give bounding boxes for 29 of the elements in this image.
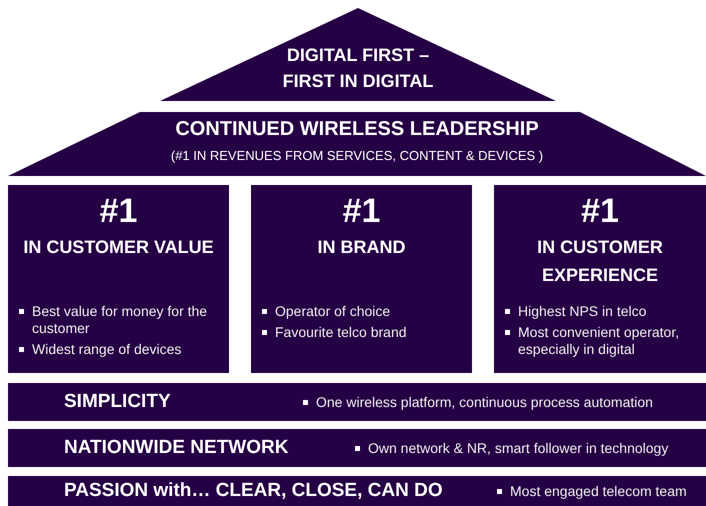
rank-number: #1 xyxy=(580,191,620,231)
pillar-panel xyxy=(494,185,706,373)
roof-band xyxy=(8,112,706,176)
pillar-heading: IN CUSTOMER EXPERIENCE xyxy=(536,236,664,287)
bullet-point: Own network & NR, smart follower in technology xyxy=(352,440,668,456)
foundation-band xyxy=(8,383,706,421)
bullet-point: One wireless platform, continuous process automation xyxy=(300,394,653,410)
bullet-point: Operator of choice xyxy=(259,303,482,320)
bullet-point: Favourite telco brand xyxy=(259,324,482,341)
pillar-heading: IN BRAND xyxy=(316,236,406,259)
foundation-band xyxy=(8,476,706,506)
bullet-point: Most engaged telecom team xyxy=(494,482,687,500)
roof-triangle xyxy=(160,8,556,101)
pillar-panel xyxy=(251,185,472,373)
pillar-panel xyxy=(8,185,229,373)
roof-subtitle: (#1 IN REVENUES FROM SERVICES, CONTENT & DEVICES ) xyxy=(170,148,544,163)
bullet-point: Highest NPS in telco xyxy=(502,303,706,320)
roof-title: DIGITAL FIRST – FIRST IN DIGITAL xyxy=(282,44,434,93)
roof-heading: CONTINUED WIRELESS LEADERSHIP xyxy=(174,118,540,141)
pillar-heading: IN CUSTOMER VALUE xyxy=(22,236,215,259)
band-heading: SIMPLICITY xyxy=(64,390,171,414)
rank-number: #1 xyxy=(98,191,138,231)
bullet-point: Widest range of devices xyxy=(16,341,239,358)
rank-number: #1 xyxy=(342,191,382,231)
bullet-point: Best value for money for the customer xyxy=(16,303,239,337)
band-heading: PASSION with… CLEAR, CLOSE, CAN DO xyxy=(64,479,443,503)
bullet-point: Most convenient operator, especially in digital xyxy=(502,324,706,358)
foundation-band xyxy=(8,429,706,467)
band-heading: NATIONWIDE NETWORK xyxy=(64,436,288,460)
